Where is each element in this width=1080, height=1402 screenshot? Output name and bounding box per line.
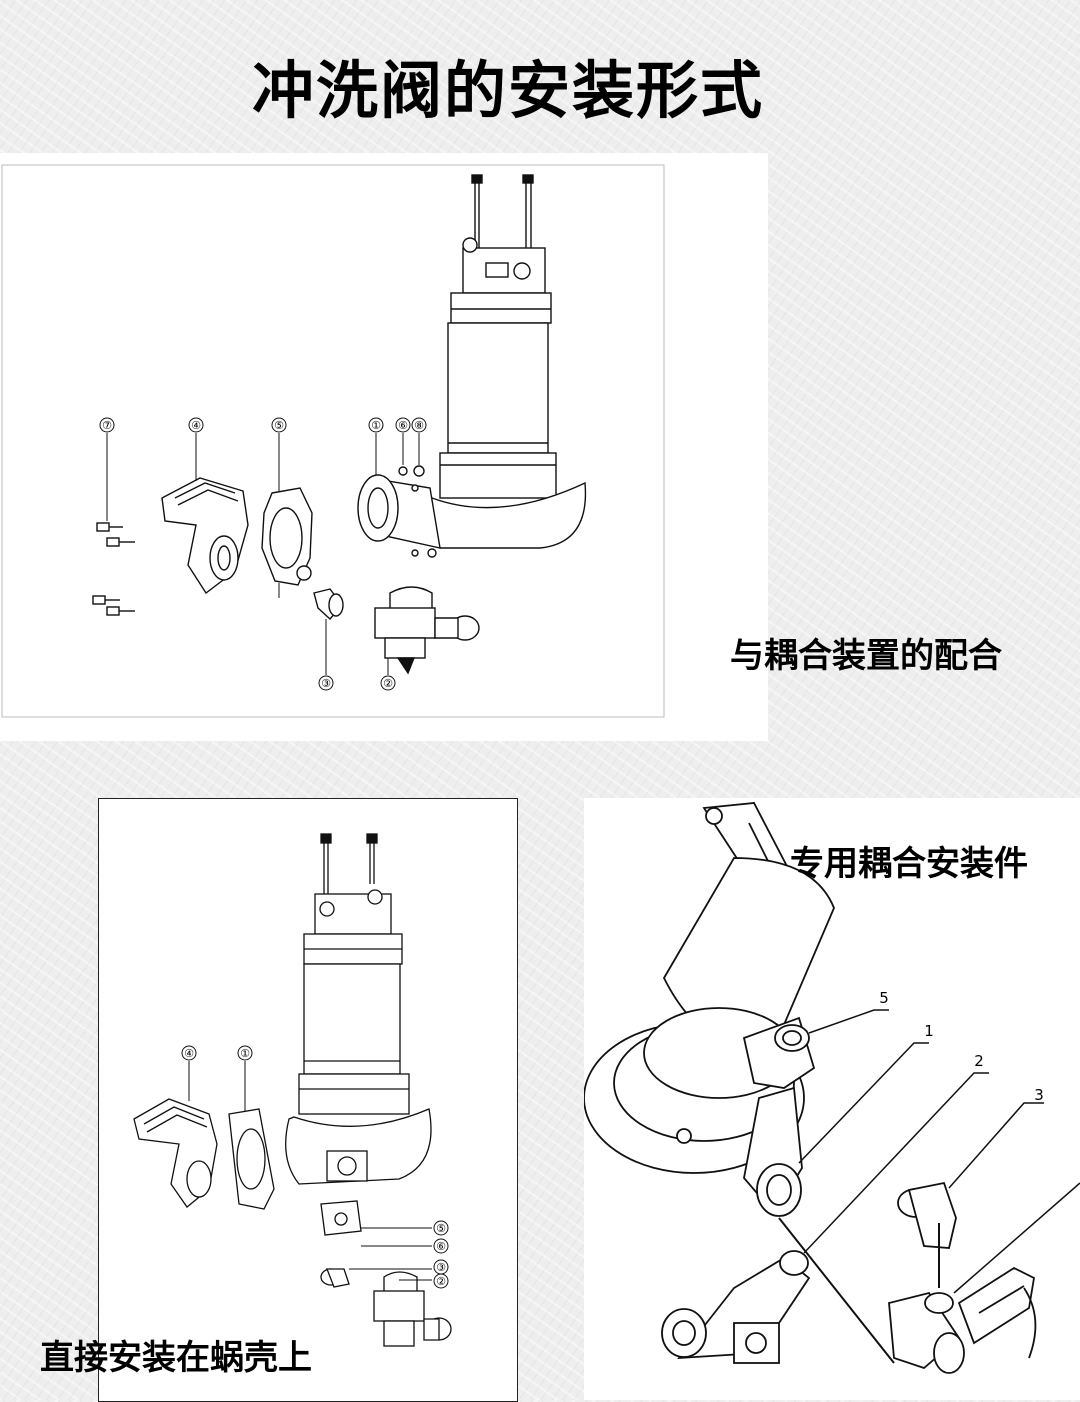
callout-6: ⑥: [436, 1240, 446, 1253]
volute-mount-panel: ④ ① ⑤ ⑥ ③ ②: [98, 798, 518, 1402]
callout-3: ③: [321, 677, 331, 690]
callout-5: 5: [879, 989, 889, 1007]
callout-3: ③: [436, 1261, 446, 1274]
callout-4: ④: [184, 1047, 194, 1060]
callout-2: ②: [436, 1275, 446, 1288]
callout-6: ⑥: [398, 419, 408, 432]
coupling-exploded-diagram: ⑦ ④ ⑤ ① ⑥ ⑧ ③ ②: [1, 164, 665, 718]
dedicated-coupling-caption: 专用耦合安装件: [790, 844, 1028, 884]
callout-5: ⑤: [436, 1222, 446, 1235]
top-diagram-panel: ⑦ ④ ⑤ ① ⑥ ⑧ ③ ②: [0, 153, 768, 741]
callout-2: 2: [974, 1052, 984, 1070]
volute-mount-diagram: ④ ① ⑤ ⑥ ③ ②: [133, 833, 452, 1347]
callout-1: ①: [240, 1047, 250, 1060]
dedicated-coupling-diagram: 5 1 2 3: [584, 802, 1080, 1374]
callout-7: ⑦: [102, 419, 112, 432]
callout-2: ②: [383, 677, 393, 690]
dedicated-coupling-panel: 5 1 2 3: [584, 798, 1080, 1400]
volute-mount-caption: 直接安装在蜗壳上: [40, 1338, 312, 1378]
callout-8: ⑧: [414, 419, 424, 432]
callout-1: ①: [371, 419, 381, 432]
callout-4: ④: [191, 419, 201, 432]
coupling-caption: 与耦合装置的配合: [730, 636, 1002, 676]
callout-1: 1: [924, 1022, 934, 1040]
callout-5: ⑤: [274, 419, 284, 432]
page-title: 冲洗阀的安装形式: [251, 54, 764, 127]
callout-3: 3: [1034, 1086, 1044, 1104]
